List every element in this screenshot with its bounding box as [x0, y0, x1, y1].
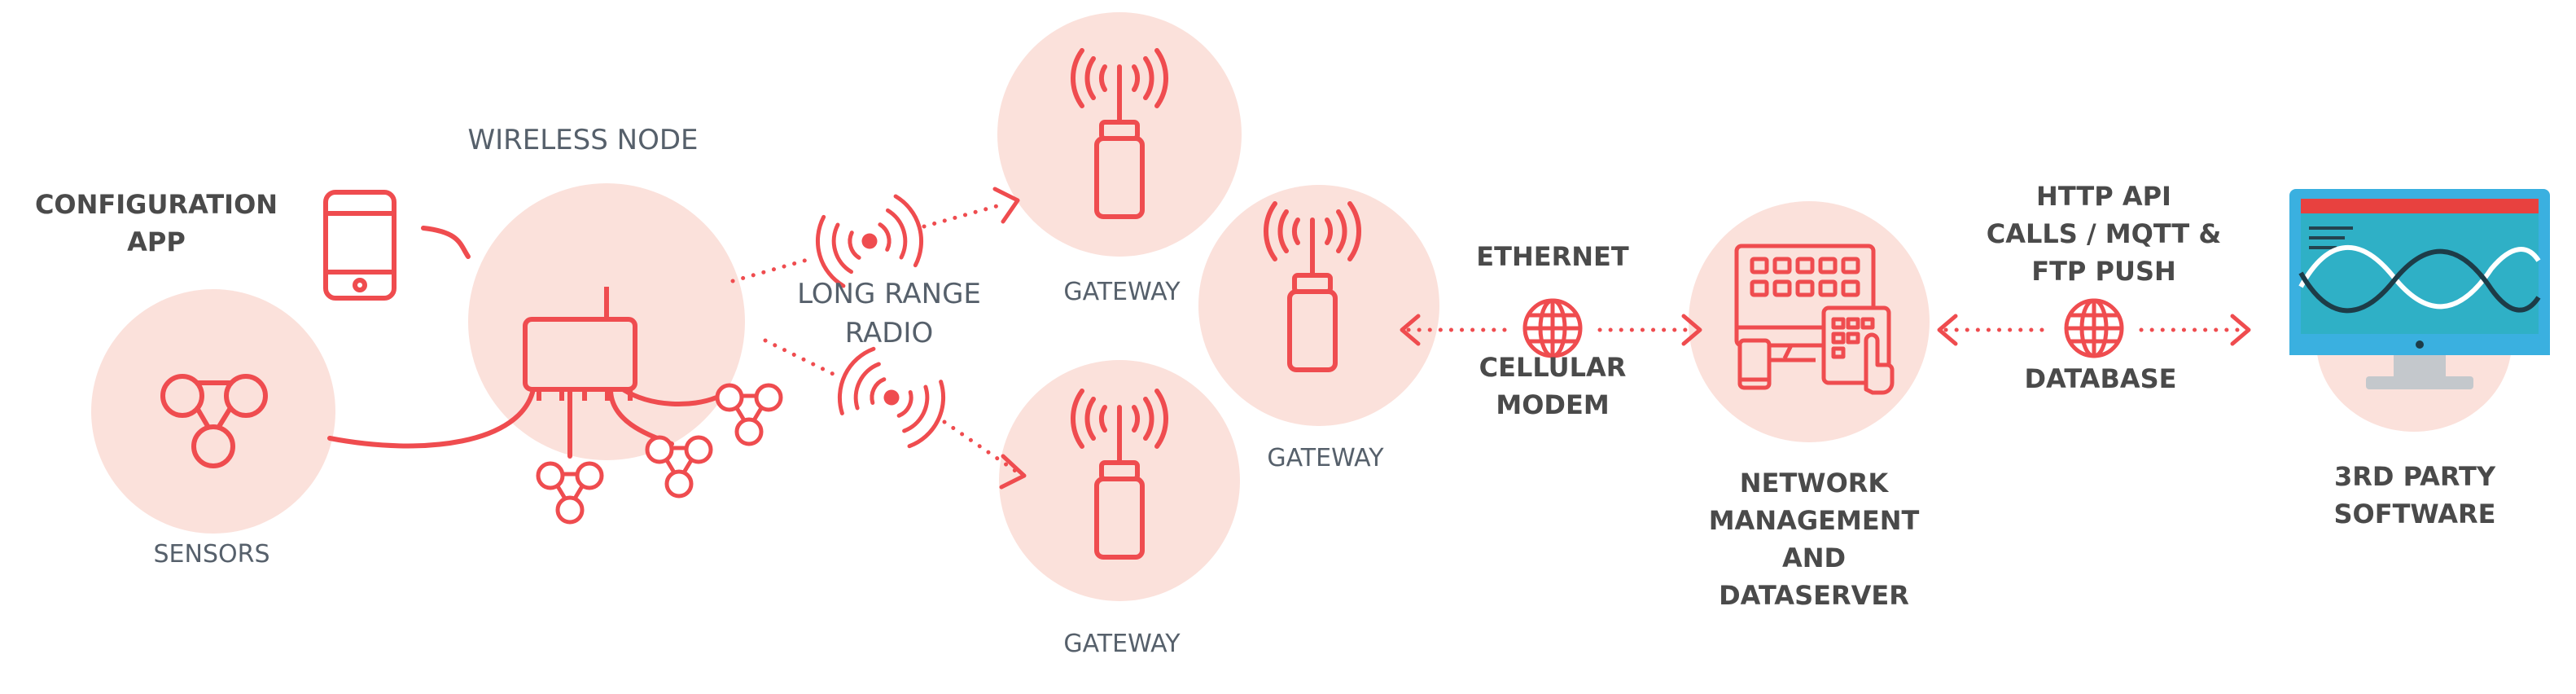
- dataserver-circle: [1689, 201, 1930, 442]
- database-label: DATABASE: [2024, 363, 2176, 394]
- database-label-line: DATABASE: [2024, 363, 2176, 394]
- arrowheads: [992, 187, 2251, 490]
- long-range-radio-label-line: RADIO: [845, 317, 933, 349]
- network-management-label-line: MANAGEMENT: [1709, 505, 1920, 536]
- gateway-antenna-icon: [1263, 201, 1362, 372]
- sensor-cluster-icon: [160, 374, 268, 468]
- sensors-label-line: SENSORS: [154, 540, 270, 569]
- sensor-small-icon: [645, 435, 713, 499]
- http-api-label-line: HTTP API: [2036, 181, 2171, 212]
- monitor-top-bar: [2301, 199, 2539, 213]
- http-api-label: HTTP API CALLS / MQTT & FTP PUSH: [1987, 181, 2222, 287]
- monitor-screen: [2301, 199, 2539, 334]
- sensor-small-icon: [715, 383, 783, 446]
- radio-down-line-left: [763, 338, 837, 377]
- network-management-label: NETWORK MANAGEMENT AND DATASERVER: [1709, 468, 1920, 611]
- gateway-top-label: GATEWAY: [1063, 278, 1181, 306]
- smartphone-icon: [323, 190, 396, 301]
- globe-icon: [1522, 298, 1583, 358]
- network-management-label-line: DATASERVER: [1719, 580, 1909, 611]
- monitor-base: [2366, 376, 2473, 389]
- radio-waves-icon: [815, 194, 924, 288]
- node-to-right-sensor-line: [620, 387, 719, 407]
- gateway-middle-label-line: GATEWAY: [1267, 444, 1384, 472]
- monitor-icon: [2289, 189, 2550, 389]
- gateway-antenna-icon: [1070, 389, 1169, 560]
- radio-down-line-right: [942, 419, 1020, 475]
- ethernet-label-line: ETHERNET: [1476, 241, 1629, 272]
- ethernet-label: ETHERNET: [1476, 241, 1629, 272]
- wireless-node-label-line: WIRELESS NODE: [467, 124, 698, 156]
- configuration-app-label-line: APP: [127, 226, 186, 257]
- globe-icon: [2064, 298, 2124, 358]
- gateway-bottom-label: GATEWAY: [1063, 630, 1181, 658]
- sensors-circle: [91, 289, 335, 534]
- configuration-app-label-line: CONFIGURATION: [35, 189, 278, 220]
- network-management-label-line: AND: [1782, 542, 1846, 573]
- third-party-label-line: SOFTWARE: [2333, 499, 2495, 529]
- arrowhead-ethernet-right: [1681, 314, 1702, 346]
- labels: CONFIGURATION APP WIRELESS NODE SENSORS LONG…: [35, 124, 2496, 658]
- devices-touch-icon: [1734, 244, 1895, 395]
- sensors-to-node-line: [327, 387, 536, 449]
- gateway-antenna-icon: [1070, 48, 1169, 219]
- http-api-label-line: CALLS / MQTT &: [1987, 218, 2222, 249]
- arrowhead-gateway-bottom: [999, 454, 1027, 490]
- long-range-radio-label-line: LONG RANGE: [797, 278, 981, 310]
- cellular-modem-label-line: MODEM: [1496, 389, 1609, 420]
- http-api-label-line: FTP PUSH: [2031, 256, 2176, 287]
- arrowhead-ethernet-left: [1400, 314, 1421, 346]
- cellular-modem-label: CELLULAR MODEM: [1479, 352, 1627, 420]
- gateway-top-label-line: GATEWAY: [1063, 278, 1181, 306]
- dotted-arrows: [730, 201, 2245, 475]
- long-range-radio-label: LONG RANGE RADIO: [797, 278, 981, 349]
- third-party-label: 3RD PARTY SOFTWARE: [2333, 461, 2495, 529]
- network-management-label-line: NETWORK: [1740, 468, 1890, 499]
- radio-waves-icon: [837, 346, 946, 449]
- monitor-wave-dark: [2298, 248, 2541, 314]
- arrowhead-api-right: [2230, 314, 2251, 346]
- wireless-node-icon: [523, 287, 637, 401]
- cellular-modem-label-line: CELLULAR: [1479, 352, 1627, 383]
- arrowhead-gateway-top: [992, 187, 1020, 224]
- monitor-neck: [2394, 355, 2446, 378]
- gateway-middle-circle: [1198, 185, 1439, 426]
- sensor-small-icon: [536, 461, 604, 525]
- phone-to-node-line: [421, 226, 471, 259]
- third-party-label-line: 3RD PARTY: [2334, 461, 2496, 492]
- configuration-app-label: CONFIGURATION APP: [35, 189, 278, 257]
- radio-up-line-right: [922, 201, 1008, 229]
- gateway-middle-label: GATEWAY: [1267, 444, 1384, 472]
- arrowhead-api-left: [1937, 314, 1958, 346]
- gateway-top-circle: [997, 12, 1242, 257]
- monitor-wave-white: [2298, 245, 2541, 310]
- wireless-node-label: WIRELESS NODE: [467, 124, 698, 156]
- gateway-bottom-label-line: GATEWAY: [1063, 630, 1181, 658]
- sensors-label: SENSORS: [154, 540, 270, 569]
